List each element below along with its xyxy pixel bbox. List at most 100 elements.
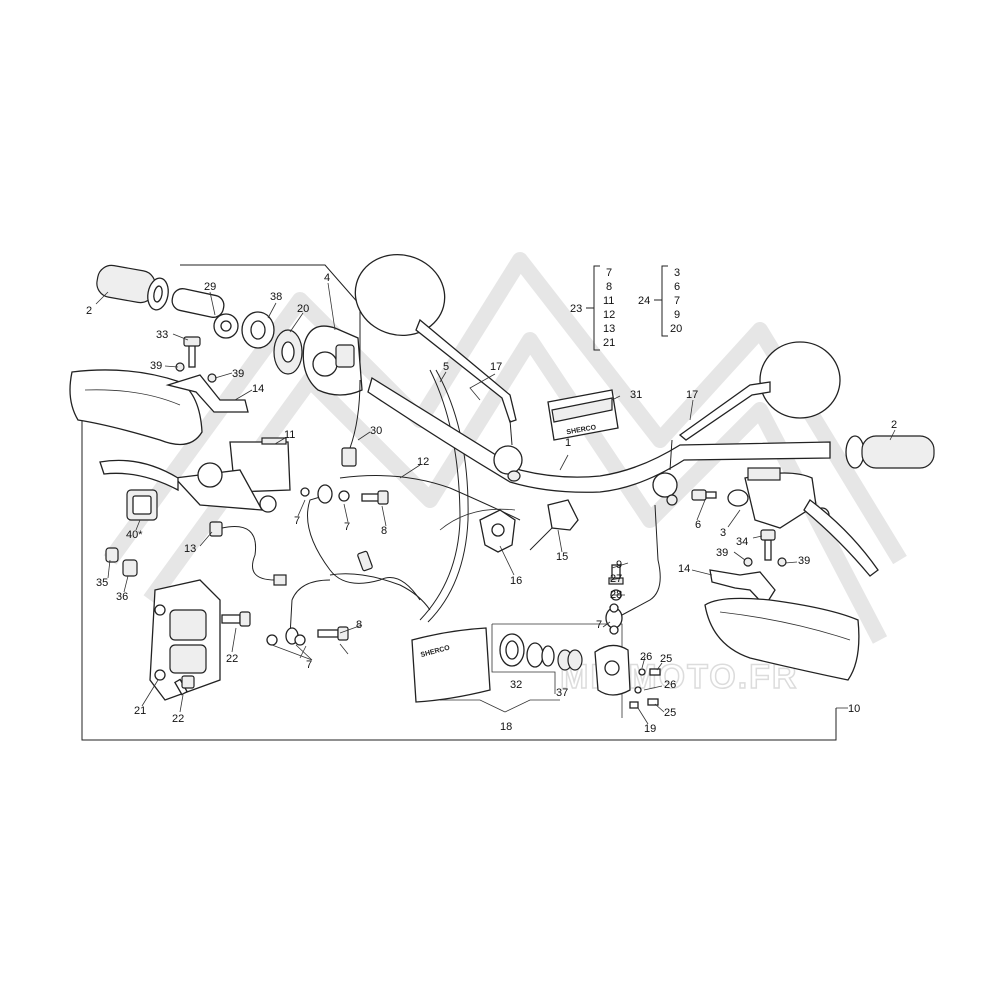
banjo-bolt-8b	[317, 626, 349, 641]
callout: 27	[610, 573, 622, 585]
left-brake-lever	[99, 459, 179, 492]
connector-12	[357, 550, 373, 572]
left-grip	[96, 264, 169, 311]
kit-24: 24 3 6 7 9 20	[638, 265, 682, 337]
washer-26a	[638, 668, 646, 676]
kit-23-item: 8	[606, 281, 612, 293]
banjo-bolt-8a	[361, 490, 389, 505]
callout: 10	[848, 703, 860, 715]
left-master-cylinder	[173, 437, 291, 513]
callout: 16	[510, 575, 522, 587]
cable-5-b	[427, 369, 469, 623]
throttle-housing	[302, 325, 363, 396]
kit-24-label: 24	[638, 295, 650, 307]
callout: 25	[664, 707, 676, 719]
callout: 39	[232, 368, 244, 380]
callout: 26	[664, 679, 676, 691]
rear-master-cylinder	[594, 644, 631, 696]
callout: 19	[644, 723, 656, 735]
part-18-leaders	[440, 623, 623, 718]
kit-23-label: 23	[570, 303, 582, 315]
screw-25a	[649, 668, 661, 676]
sensor-40-inner	[132, 495, 152, 515]
callout: 31	[630, 389, 642, 401]
callout: 6	[695, 519, 701, 531]
callout: 5	[443, 361, 449, 373]
mirror-stem-right	[669, 439, 673, 471]
throttle-cover-plate	[273, 329, 303, 375]
brake-hose-lower	[289, 573, 431, 637]
right-hand-guard	[704, 597, 860, 681]
callout: 32	[510, 679, 522, 691]
callout: 17	[686, 389, 698, 401]
switch-13	[209, 521, 223, 537]
callout: 22	[226, 653, 238, 665]
callout: 39	[150, 360, 162, 372]
switch-15	[529, 499, 579, 551]
callout: 28	[610, 589, 622, 601]
bolt-22a	[221, 611, 251, 627]
throttle-ring	[241, 311, 275, 349]
callout: 34	[736, 536, 748, 548]
callout: 2	[891, 419, 897, 431]
callout: 3	[720, 527, 726, 539]
callout: 20	[297, 303, 309, 315]
washer-7a	[300, 487, 310, 497]
switch-16	[479, 509, 516, 553]
callout: 13	[184, 543, 196, 555]
callout: 4	[324, 272, 330, 284]
callout: 33	[156, 329, 168, 341]
washer-7b	[338, 490, 350, 502]
callout: 21	[134, 705, 146, 717]
screw-39c	[743, 557, 753, 567]
callout: 18	[500, 721, 512, 733]
handlebar-pad: SHERCO	[547, 389, 619, 441]
callout: 39	[798, 555, 810, 567]
kit-24-item: 6	[674, 281, 680, 293]
right-grip	[845, 435, 935, 469]
callout: 7	[306, 659, 312, 671]
o-ring	[541, 645, 555, 667]
bolt-33	[183, 336, 201, 368]
kit-24-item: 9	[674, 309, 680, 321]
handlebar-clamp-right	[652, 472, 678, 506]
callout: 15	[556, 551, 568, 563]
callout: 7	[294, 515, 300, 527]
screw-39b	[207, 373, 217, 383]
part-4-group-outline	[180, 264, 361, 385]
banjo-fitting-upper	[317, 484, 333, 504]
callout: 35	[96, 577, 108, 589]
washer-7f	[609, 625, 619, 635]
callout: 36	[116, 591, 128, 603]
right-brake-lever	[803, 499, 879, 577]
throttle-cable-30	[349, 379, 361, 449]
callout: 37	[556, 687, 568, 699]
brake-caliper	[149, 579, 221, 701]
kit-23-item: 21	[603, 337, 615, 349]
cable-5-c	[439, 508, 516, 531]
throttle-pulley	[213, 313, 239, 339]
handlebar-clamp-left	[493, 445, 523, 482]
right-mirror	[678, 341, 841, 441]
part-36	[122, 559, 138, 577]
kit-24-item: 20	[670, 323, 682, 335]
callout: 39	[716, 547, 728, 559]
callout: 26	[640, 651, 652, 663]
kit-23-item: 13	[603, 323, 615, 335]
kit-23-item: 7	[606, 267, 612, 279]
kit-24-item: 7	[674, 295, 680, 307]
callout: 2	[86, 305, 92, 317]
callout: 14	[252, 383, 264, 395]
seal-ring	[526, 642, 544, 668]
spring-37	[557, 649, 583, 671]
callout: 8	[356, 619, 362, 631]
washer-26b	[634, 686, 642, 694]
left-hand-guard	[69, 369, 203, 446]
piston-32	[499, 633, 525, 667]
callout: 22	[172, 713, 184, 725]
callout: 7	[596, 619, 602, 631]
washer-7c	[266, 634, 278, 646]
left-guard-mount	[165, 374, 249, 413]
connector-30	[341, 447, 357, 467]
